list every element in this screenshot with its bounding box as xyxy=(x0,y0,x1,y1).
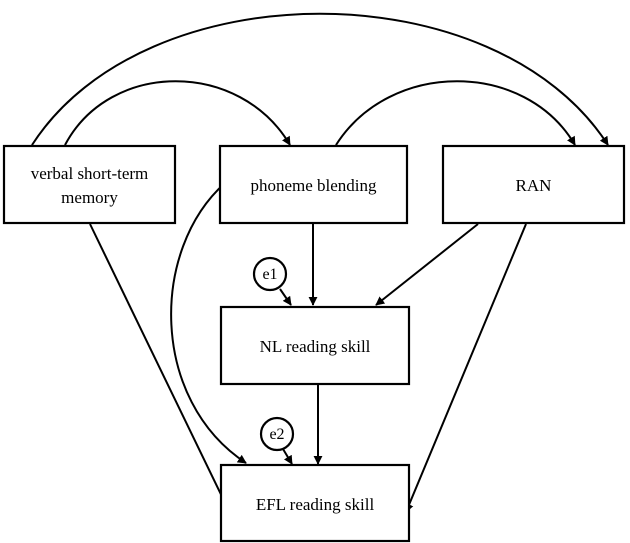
error-term-e1: e1 xyxy=(252,256,288,292)
error-label: e2 xyxy=(269,426,284,443)
correlation-vstm-phoneme xyxy=(57,80,291,155)
node-label: RAN xyxy=(516,176,552,195)
path-ran-to-nl xyxy=(375,223,479,306)
path-phoneme-to-efl xyxy=(170,182,247,464)
node-nl-reading-skill: NL reading skill xyxy=(219,305,411,386)
node-efl-reading-skill: EFL reading skill xyxy=(219,463,411,543)
correlation-vstm-ran xyxy=(23,12,609,155)
path-e1-to-nl xyxy=(279,288,292,306)
node-phoneme-blending: phoneme blending xyxy=(218,144,409,225)
node-label: phoneme blending xyxy=(250,176,377,195)
node-label: memory xyxy=(61,188,118,207)
path-e2-to-efl xyxy=(282,448,293,465)
node-label: verbal short-term xyxy=(31,164,149,183)
node-verbal-short-term-memory: verbal short-term memory xyxy=(2,144,177,225)
error-term-e2: e2 xyxy=(259,416,295,452)
node-label: EFL reading skill xyxy=(256,495,375,514)
error-label: e1 xyxy=(262,266,277,283)
node-label: NL reading skill xyxy=(260,337,371,356)
path-ran-to-efl xyxy=(404,223,527,513)
node-ran: RAN xyxy=(441,144,626,225)
path-vstm-to-efl xyxy=(89,223,230,512)
correlation-phoneme-ran xyxy=(327,80,576,155)
